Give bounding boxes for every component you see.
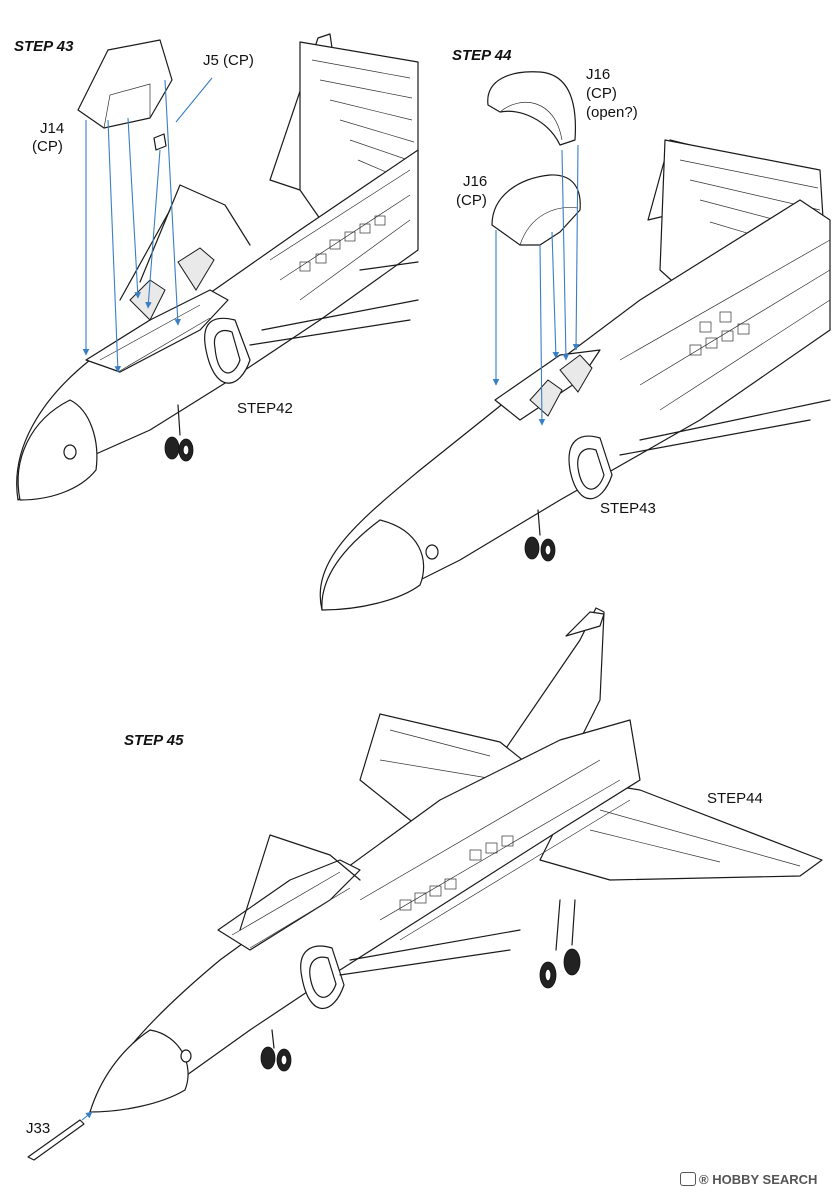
part-label-j5: J5 (CP) — [203, 52, 254, 69]
step43-aircraft-drawing — [16, 33, 419, 501]
part-label-j16-open-line2: (CP) — [586, 85, 617, 102]
watermark-text: HOBBY SEARCH — [712, 1172, 818, 1187]
step-44-title: STEP 44 — [452, 47, 512, 64]
part-label-j16-open-line1: J16 — [586, 66, 611, 83]
part-label-j14-line2: (CP) — [32, 138, 63, 155]
watermark-mark: ® — [699, 1172, 709, 1187]
hobby-search-logo-icon — [680, 1172, 696, 1186]
part-label-j16-closed-line1: J16 — [463, 173, 488, 190]
step-ref-step44: STEP44 — [707, 790, 763, 807]
part-label-j16-closed-line2: (CP) — [456, 192, 487, 209]
step44-aircraft-drawing — [319, 71, 831, 611]
part-label-j33: J33 — [26, 1120, 51, 1137]
step-43-title: STEP 43 — [14, 38, 74, 55]
step-ref-step42: STEP42 — [237, 400, 293, 417]
step-ref-step43: STEP43 — [600, 500, 656, 517]
step45-aircraft-drawing — [27, 607, 823, 1161]
step-45-title: STEP 45 — [124, 732, 184, 749]
part-label-j14-line1: J14 — [40, 120, 65, 137]
hobby-search-watermark: ® HOBBY SEARCH — [680, 1172, 817, 1187]
part-label-j16-open-line3: (open?) — [586, 104, 638, 121]
